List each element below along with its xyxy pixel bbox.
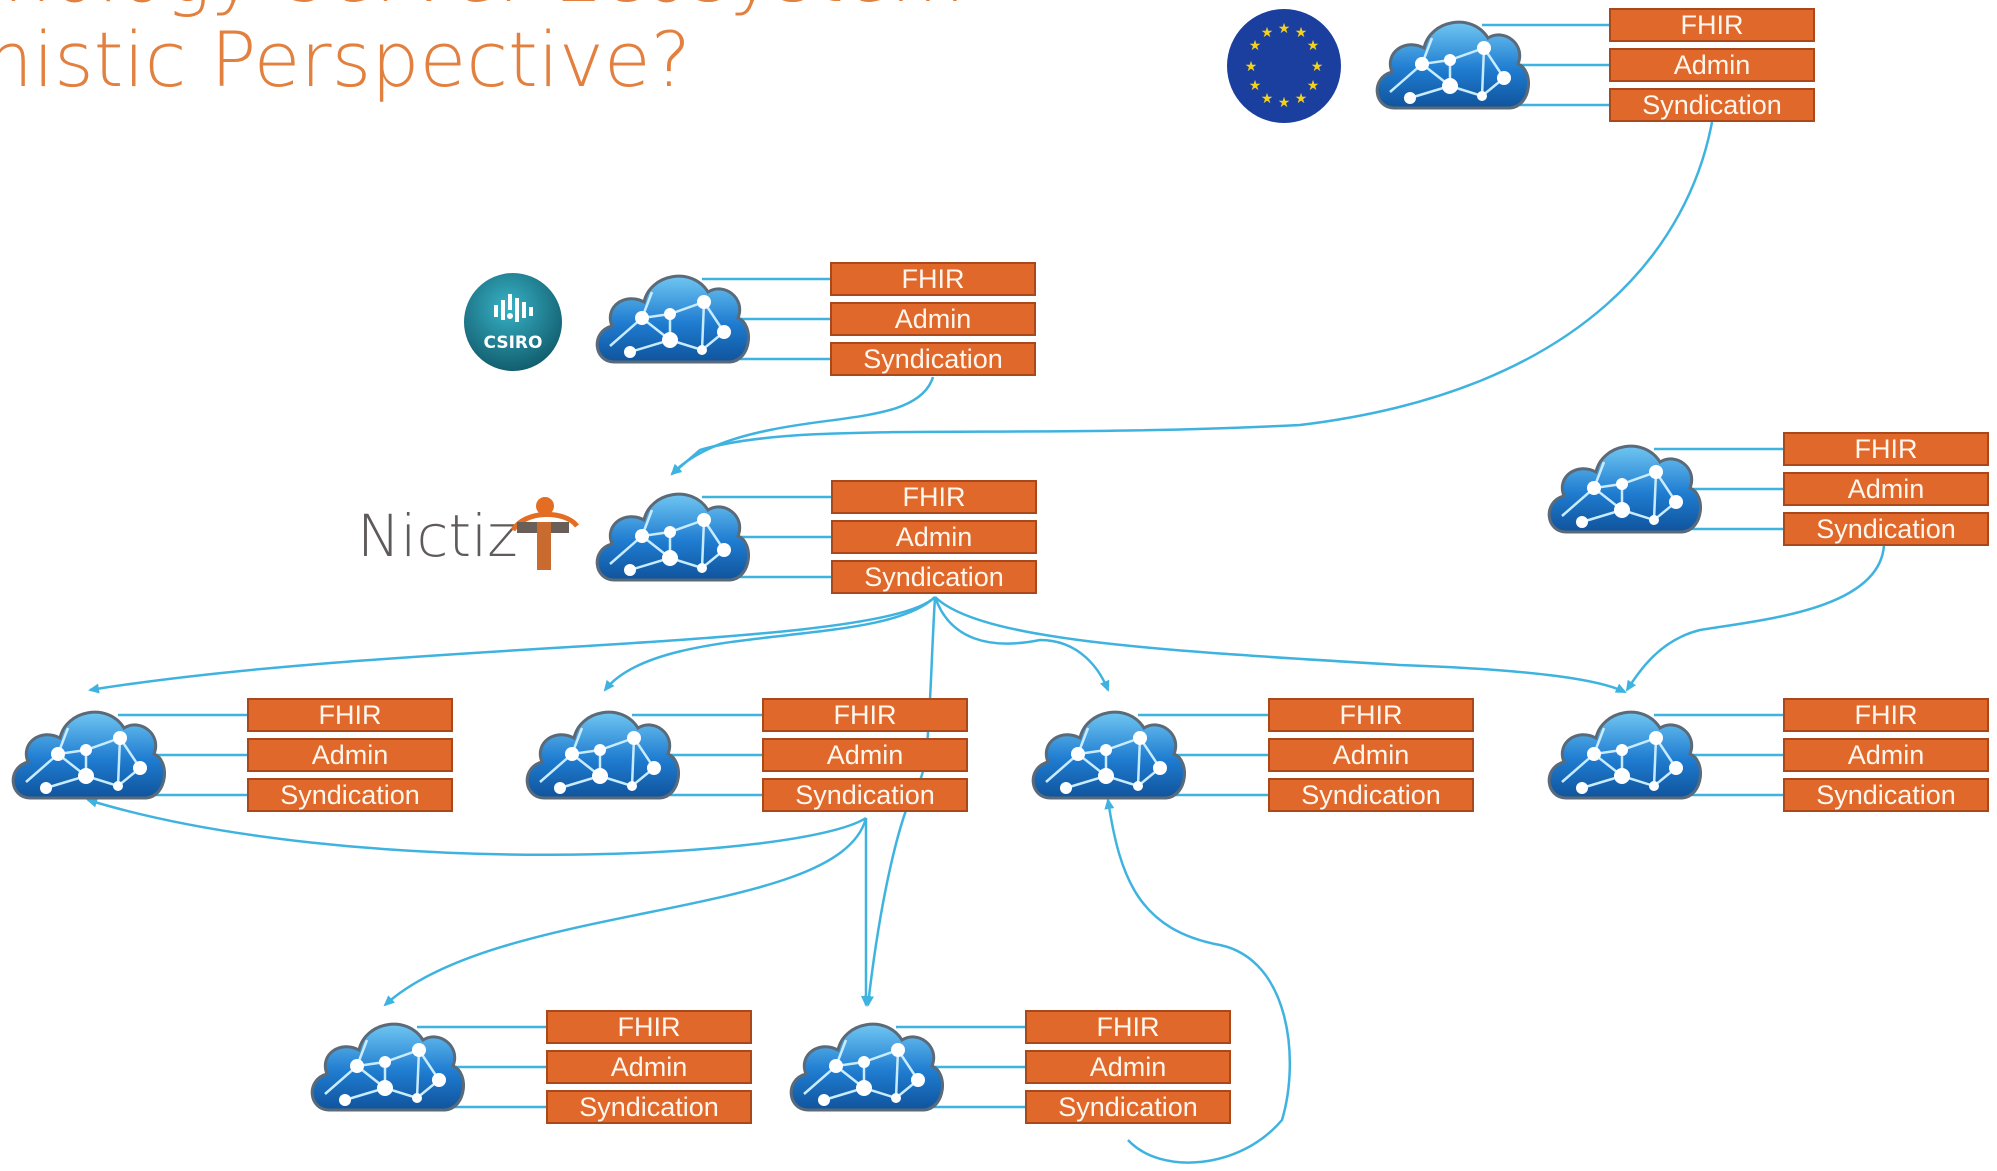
csiro-logo: CSIRO xyxy=(464,273,562,371)
endpoint-admin-button[interactable]: Admin xyxy=(1025,1050,1231,1084)
link-eu-to-nictiz xyxy=(670,121,1714,476)
endpoint-admin-button[interactable]: Admin xyxy=(247,738,453,772)
nictiz-t-icon xyxy=(510,497,579,570)
endpoint-fhir-button[interactable]: FHIR xyxy=(1783,432,1989,466)
endpoint-syndication-button[interactable]: Syndication xyxy=(546,1090,752,1124)
cloud-server-icon xyxy=(592,262,750,374)
cloud-server-icon xyxy=(1372,8,1530,120)
endpoint-fhir-button[interactable]: FHIR xyxy=(1609,8,1815,42)
link-row2-b-to-row2-a xyxy=(86,797,867,856)
endpoint-fhir-button[interactable]: FHIR xyxy=(1025,1010,1231,1044)
endpoint-admin-button[interactable]: Admin xyxy=(1783,472,1989,506)
cloud-server-icon xyxy=(522,698,680,810)
endpoint-admin-button[interactable]: Admin xyxy=(546,1050,752,1084)
cloud-server-icon xyxy=(592,480,750,592)
cloud-server-icon xyxy=(1028,698,1186,810)
link-right-top-to-row2-d xyxy=(1625,544,1886,692)
endpoint-fhir-button[interactable]: FHIR xyxy=(546,1010,752,1044)
link-nictiz-to-row2-c xyxy=(933,596,1110,692)
endpoint-fhir-button[interactable]: FHIR xyxy=(762,698,968,732)
endpoint-admin-button[interactable]: Admin xyxy=(1609,48,1815,82)
endpoint-fhir-button[interactable]: FHIR xyxy=(247,698,453,732)
link-nictiz-to-row2-b xyxy=(603,596,936,692)
svg-text:★: ★ xyxy=(1245,59,1258,75)
svg-text:★: ★ xyxy=(1261,25,1274,41)
link-csiro-to-nictiz xyxy=(670,376,935,476)
link-row2-b-to-row3-a xyxy=(383,817,868,1007)
endpoint-syndication-button[interactable]: Syndication xyxy=(831,560,1037,594)
title-line-2: timistic Perspective? xyxy=(0,15,692,104)
slide-title: minology Server Ecosystem timistic Persp… xyxy=(0,0,965,102)
cloud-server-icon xyxy=(8,698,166,810)
endpoint-admin-button[interactable]: Admin xyxy=(1783,738,1989,772)
svg-text:★: ★ xyxy=(1295,25,1308,41)
endpoint-admin-button[interactable]: Admin xyxy=(831,520,1037,554)
title-line-1: minology Server Ecosystem xyxy=(0,0,965,17)
cloud-server-icon xyxy=(786,1010,944,1122)
endpoint-syndication-button[interactable]: Syndication xyxy=(1609,88,1815,122)
csiro-logo-text: CSIRO xyxy=(484,333,543,353)
endpoint-admin-button[interactable]: Admin xyxy=(1268,738,1474,772)
svg-text:★: ★ xyxy=(1249,38,1262,54)
endpoint-syndication-button[interactable]: Syndication xyxy=(247,778,453,812)
nictiz-logo-text: Nictiz xyxy=(357,502,518,570)
svg-text:★: ★ xyxy=(1249,78,1262,94)
endpoint-fhir-button[interactable]: FHIR xyxy=(830,262,1036,296)
cloud-server-icon xyxy=(307,1010,465,1122)
svg-text:★: ★ xyxy=(1278,95,1291,111)
endpoint-syndication-button[interactable]: Syndication xyxy=(1025,1090,1231,1124)
cloud-server-icon xyxy=(1544,698,1702,810)
endpoint-syndication-button[interactable]: Syndication xyxy=(1268,778,1474,812)
link-nictiz-to-row2-a xyxy=(88,596,936,694)
svg-text:★: ★ xyxy=(1261,91,1274,107)
eu-flag-logo: ★★★ ★★★ ★★★ ★★★ xyxy=(1227,9,1341,123)
endpoint-fhir-button[interactable]: FHIR xyxy=(1268,698,1474,732)
endpoint-admin-button[interactable]: Admin xyxy=(830,302,1036,336)
svg-text:★: ★ xyxy=(1295,91,1308,107)
cloud-server-icon xyxy=(1544,432,1702,544)
endpoint-fhir-button[interactable]: FHIR xyxy=(1783,698,1989,732)
endpoint-syndication-button[interactable]: Syndication xyxy=(762,778,968,812)
svg-text:★: ★ xyxy=(1307,38,1320,54)
svg-text:★: ★ xyxy=(1311,59,1324,75)
endpoint-syndication-button[interactable]: Syndication xyxy=(1783,512,1989,546)
link-nictiz-to-row2-d xyxy=(934,596,1627,694)
svg-text:★: ★ xyxy=(1307,78,1320,94)
svg-text:★: ★ xyxy=(1278,21,1291,37)
endpoint-admin-button[interactable]: Admin xyxy=(762,738,968,772)
endpoint-syndication-button[interactable]: Syndication xyxy=(830,342,1036,376)
endpoint-syndication-button[interactable]: Syndication xyxy=(1783,778,1989,812)
nictiz-logo: Nictiz xyxy=(357,496,582,576)
link-row3-b-to-row2-c xyxy=(1104,798,1291,1164)
endpoint-fhir-button[interactable]: FHIR xyxy=(831,480,1037,514)
